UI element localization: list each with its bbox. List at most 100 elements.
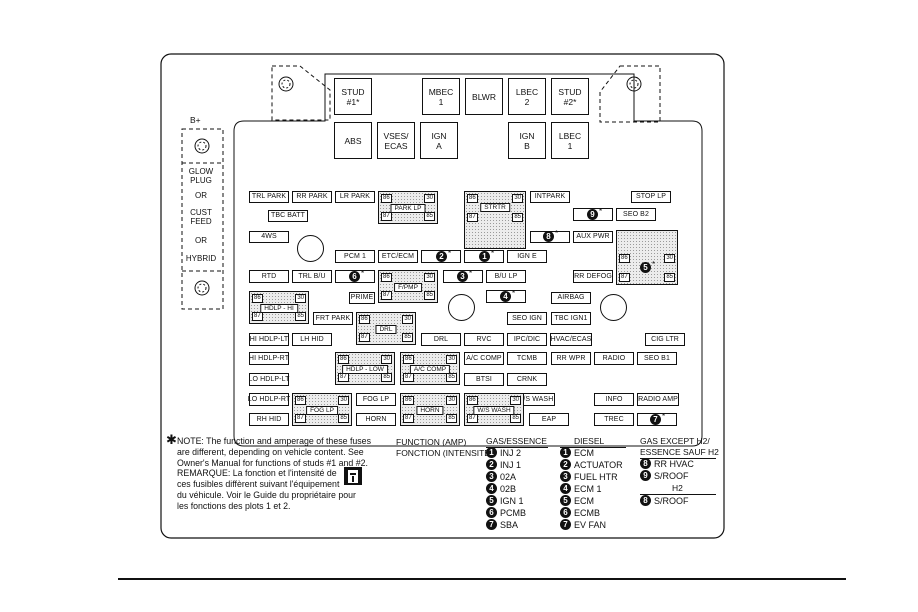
fuse-hi-hdlp-lt: HI HDLP-LT bbox=[249, 333, 289, 346]
fuse-stud2: STUD #2* bbox=[551, 78, 589, 115]
fuse-abs: ABS bbox=[334, 122, 372, 159]
fuse-rtd: RTD bbox=[249, 270, 289, 283]
fuse-ign-b: IGN B bbox=[508, 122, 546, 159]
fuse-radio: RADIO bbox=[594, 352, 634, 365]
marker-8-star: * bbox=[555, 229, 559, 238]
fuse-lh-hid: LH HID bbox=[292, 333, 332, 346]
hybrid-label: HYBRID bbox=[185, 254, 217, 263]
fuse-rr-wpr: RR WPR bbox=[551, 352, 591, 365]
marker-3: 3 bbox=[457, 271, 468, 282]
legend-gas-title: GAS/ESSENCE bbox=[486, 436, 547, 446]
connector-circle-3 bbox=[600, 294, 627, 321]
relay-horn: 86 30 87 85 HORN bbox=[400, 393, 460, 426]
fuse-seo-b2: SEO B2 bbox=[616, 208, 656, 221]
relay-b5: 86 30 87 85 bbox=[616, 230, 678, 285]
fuse-trec: TREC bbox=[594, 413, 634, 426]
fuse-seo-b1: SEO B1 bbox=[637, 352, 677, 365]
fuse-airbag: AIRBAG bbox=[551, 292, 591, 304]
fuse-aux-pwr: AUX PWR bbox=[573, 231, 613, 243]
relay-park-lp: 86 30 87 85 PARK LP bbox=[378, 191, 438, 224]
relay-ws-wash: 86 30 87 85 W/S WASH bbox=[464, 393, 524, 426]
marker-4: 4 bbox=[500, 291, 511, 302]
legend-function-en: FUNCTION (AMP) bbox=[396, 437, 467, 447]
marker-4-star: * bbox=[512, 289, 516, 298]
marker-2: 2 bbox=[436, 251, 447, 262]
bplus-label: B+ bbox=[190, 115, 201, 125]
relay-fog-lp: 86 30 87 85 FOG LP bbox=[292, 393, 352, 426]
marker-7-star: * bbox=[662, 412, 666, 421]
fuse-trl-bu: TRL B/U bbox=[292, 270, 332, 283]
fuse-info: INFO bbox=[594, 393, 634, 406]
legend-diesel-title: DIESEL bbox=[574, 436, 605, 446]
fuse-lbec2: LBEC 2 bbox=[508, 78, 546, 115]
fuse-etc-ecm: ETC/ECM bbox=[378, 250, 418, 263]
fuse-ipc-dic: IPC/DIC bbox=[507, 333, 547, 346]
legend-gas-except-rule bbox=[640, 458, 716, 459]
fuse-tcmb: TCMB bbox=[507, 352, 547, 365]
fuse-4ws: 4WS bbox=[249, 231, 289, 243]
relay-drl: 86 30 87 85 DRL bbox=[356, 312, 416, 345]
fuse-seo-ign: SEO IGN bbox=[507, 312, 547, 325]
fuse-radio-amp: RADIO AMP bbox=[637, 393, 679, 406]
fuse-trl-park: TRL PARK bbox=[249, 191, 289, 203]
marker-8: 8 bbox=[543, 231, 554, 242]
marker-6: 6 bbox=[349, 271, 360, 282]
marker-5-star: * bbox=[652, 260, 656, 269]
legend-gas-except-title-1: GAS EXCEPT H2/ bbox=[640, 436, 710, 446]
fuse-lbec1: LBEC 1 bbox=[551, 122, 589, 159]
note-text: NOTE: The function and amperage of these… bbox=[177, 436, 371, 511]
fuse-ws-wash: W/S WASH bbox=[515, 393, 555, 406]
glow-plug-label: GLOW PLUG bbox=[188, 167, 214, 185]
marker-9-star: * bbox=[599, 207, 603, 216]
cust-feed-label: CUST FEED bbox=[190, 208, 212, 226]
fuse-pcm1: PCM 1 bbox=[335, 250, 375, 263]
fuse-tbc-batt: TBC BATT bbox=[268, 210, 308, 222]
marker-1: 1 bbox=[479, 251, 490, 262]
fuse-ac-comp: A/C COMP bbox=[464, 352, 504, 365]
marker-5: 5 bbox=[640, 262, 651, 273]
fuse-horn: HORN bbox=[356, 413, 396, 426]
relay-f-pmp: 86 30 87 85 F/PMP bbox=[378, 270, 438, 303]
marker-2-star: * bbox=[448, 249, 452, 258]
fuse-blwr: BLWR bbox=[465, 78, 503, 115]
connector-circle-2 bbox=[448, 294, 475, 321]
or-label-2: OR bbox=[195, 236, 207, 245]
legend-gas-rule bbox=[486, 447, 548, 448]
fuse-btsi: BTSI bbox=[464, 373, 504, 386]
manual-book-icon bbox=[344, 467, 362, 485]
fuse-vses-ecas: VSES/ ECAS bbox=[377, 122, 415, 159]
fuse-rvc: RVC bbox=[464, 333, 504, 346]
relay-ac-comp: 86 30 87 85 A/C COMP bbox=[400, 352, 460, 385]
fuse-tbc-ign1: TBC IGN1 bbox=[551, 312, 591, 325]
legend-gas-except-title-2: ESSENCE SAUF H2 bbox=[640, 447, 719, 457]
relay-hdlp-hi: 86 30 87 85 HDLP - HI bbox=[249, 291, 309, 324]
fuse-rh-hid: RH HID bbox=[249, 413, 289, 426]
legend-diesel-rule bbox=[560, 447, 626, 448]
fuse-rr-defog: RR DEFOG bbox=[573, 270, 613, 283]
connector-circle-1 bbox=[297, 235, 324, 262]
or-label-1: OR bbox=[195, 191, 207, 200]
fuse-lr-park: LR PARK bbox=[335, 191, 375, 203]
fuse-frt-park: FRT PARK bbox=[313, 312, 353, 325]
fuse-drl: DRL bbox=[421, 333, 461, 346]
legend-h2-rule bbox=[640, 494, 716, 495]
fuse-prime: PRIME bbox=[349, 292, 375, 304]
fuse-stop-lp: STOP LP bbox=[631, 191, 671, 203]
fuse-cig-ltr: CIG LTR bbox=[645, 333, 685, 346]
fuse-fog-lp: FOG LP bbox=[356, 393, 396, 406]
note-star-symbol: ✱ bbox=[166, 432, 177, 447]
fuse-eap: EAP bbox=[529, 413, 569, 426]
fuse-crnk: CRNK bbox=[507, 373, 547, 386]
marker-6-star: * bbox=[361, 269, 365, 278]
